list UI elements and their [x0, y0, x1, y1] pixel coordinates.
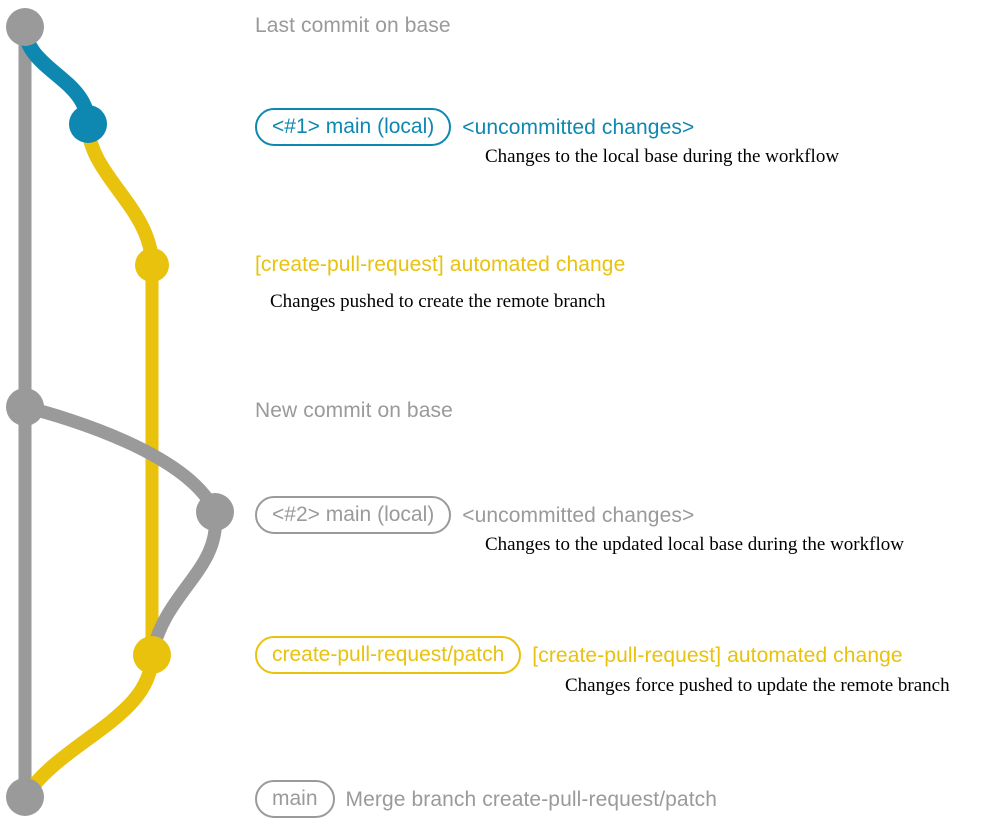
commit-message-automated-change-2: [create-pull-request] automated change	[532, 643, 903, 667]
row-last-commit-on-base: Last commit on base	[255, 15, 451, 36]
commit-message-last-commit-on-base: Last commit on base	[255, 14, 451, 37]
node-local-commit-1	[69, 105, 107, 143]
edge-local-1-to-patch-1	[81, 117, 159, 272]
description-local-main-1: Changes to the local base during the wor…	[485, 146, 840, 167]
row-automated-change-1: [create-pull-request] automated change	[255, 254, 625, 275]
commit-message-merge-commit: Merge branch create-pull-request/patch	[345, 787, 718, 811]
row-new-commit-on-base: New commit on base	[255, 400, 453, 421]
commit-message-automated-change-1: [create-pull-request] automated change	[255, 253, 626, 276]
node-patch-commit-1	[135, 248, 169, 282]
edge-local-2-to-patch-2	[145, 505, 223, 662]
node-patch-commit-2	[133, 636, 171, 674]
description-automated-change-1: Changes pushed to create the remote bran…	[270, 291, 606, 312]
edge-patch-2-to-merge	[18, 648, 159, 804]
node-merge-commit	[6, 778, 44, 816]
branch-pill-create-pull-request-patch[interactable]: create-pull-request/patch	[255, 636, 522, 674]
node-base-new	[6, 388, 44, 426]
branch-pill-main[interactable]: main	[255, 780, 335, 818]
row-automated-change-2: create-pull-request/patch [create-pull-r…	[255, 636, 903, 674]
branch-pill-local-main-1[interactable]: <#1> main (local)	[255, 108, 452, 146]
row-local-main-1: <#1> main (local) <uncommitted changes>	[255, 108, 694, 146]
node-local-commit-2	[196, 493, 234, 531]
commit-message-local-main-1: <uncommitted changes>	[462, 115, 695, 139]
description-local-main-2: Changes to the updated local base during…	[485, 534, 904, 555]
branch-pill-local-main-2[interactable]: <#2> main (local)	[255, 496, 452, 534]
description-automated-change-2: Changes force pushed to update the remot…	[565, 675, 950, 696]
node-base-head	[6, 8, 44, 46]
commit-message-new-commit-on-base: New commit on base	[255, 399, 453, 422]
edge-base-new-to-local-2	[18, 400, 222, 519]
row-local-main-2: <#2> main (local) <uncommitted changes>	[255, 496, 694, 534]
row-merge-commit: main Merge branch create-pull-request/pa…	[255, 780, 717, 818]
commit-message-local-main-2: <uncommitted changes>	[462, 503, 695, 527]
commit-graph	[6, 8, 234, 816]
